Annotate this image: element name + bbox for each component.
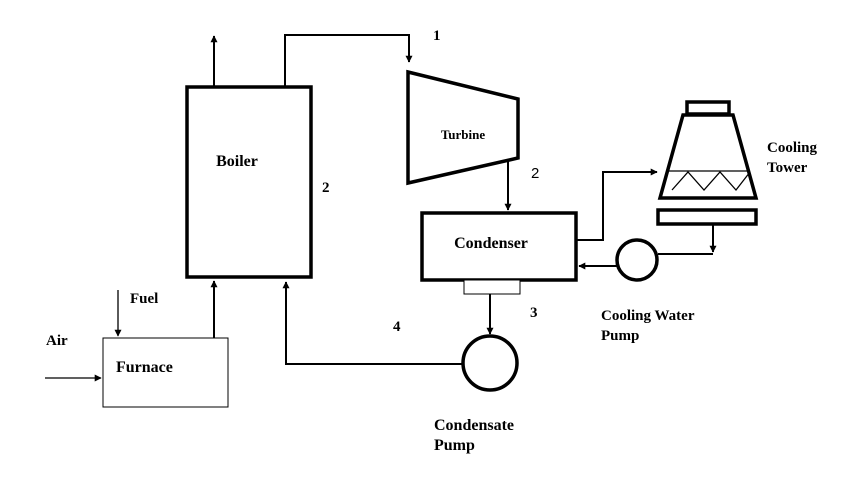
cooling-tower-cap: [685, 100, 731, 116]
state-point-1: 1: [433, 28, 441, 44]
state-point-2-turbine: 2: [531, 165, 539, 182]
furnace-label: Furnace: [116, 359, 173, 376]
condenser-to-tower-arrow: [576, 168, 658, 241]
cooling-tower-label-1: Cooling: [767, 140, 818, 156]
turbine-block: [406, 69, 520, 186]
condensate-pump-circle: [461, 334, 519, 392]
cooling-tower-label-2: Tower: [767, 160, 808, 176]
cooling-water-pump-circle: [615, 238, 659, 282]
state-point-2-boiler: 2: [322, 180, 330, 196]
cooling-tower-fill-zigzag: [671, 171, 751, 192]
cooling-water-pump-label-1: Cooling Water: [601, 308, 695, 324]
steam-to-turbine-arrow: [284, 34, 413, 87]
state-point-3: 3: [530, 305, 538, 321]
condenser-block: [420, 211, 578, 282]
cooling-tower-basin: [656, 208, 758, 226]
cooling-water-pump-label-2: Pump: [601, 328, 639, 344]
boiler-label: Boiler: [216, 153, 258, 170]
turbine-label: Turbine: [441, 127, 486, 142]
air-label: Air: [46, 333, 68, 349]
boiler-block: [185, 85, 313, 279]
condensate-pump-label-2: Pump: [434, 437, 475, 454]
state-point-4: 4: [393, 319, 401, 335]
condenser-hotwell: [463, 279, 521, 295]
condensate-pump-label-1: Condensate: [434, 417, 514, 434]
fuel-label: Fuel: [130, 291, 158, 307]
condenser-label: Condenser: [454, 235, 528, 252]
furnace-block: [102, 337, 229, 408]
feedwater-to-boiler-arrow: [282, 281, 463, 365]
